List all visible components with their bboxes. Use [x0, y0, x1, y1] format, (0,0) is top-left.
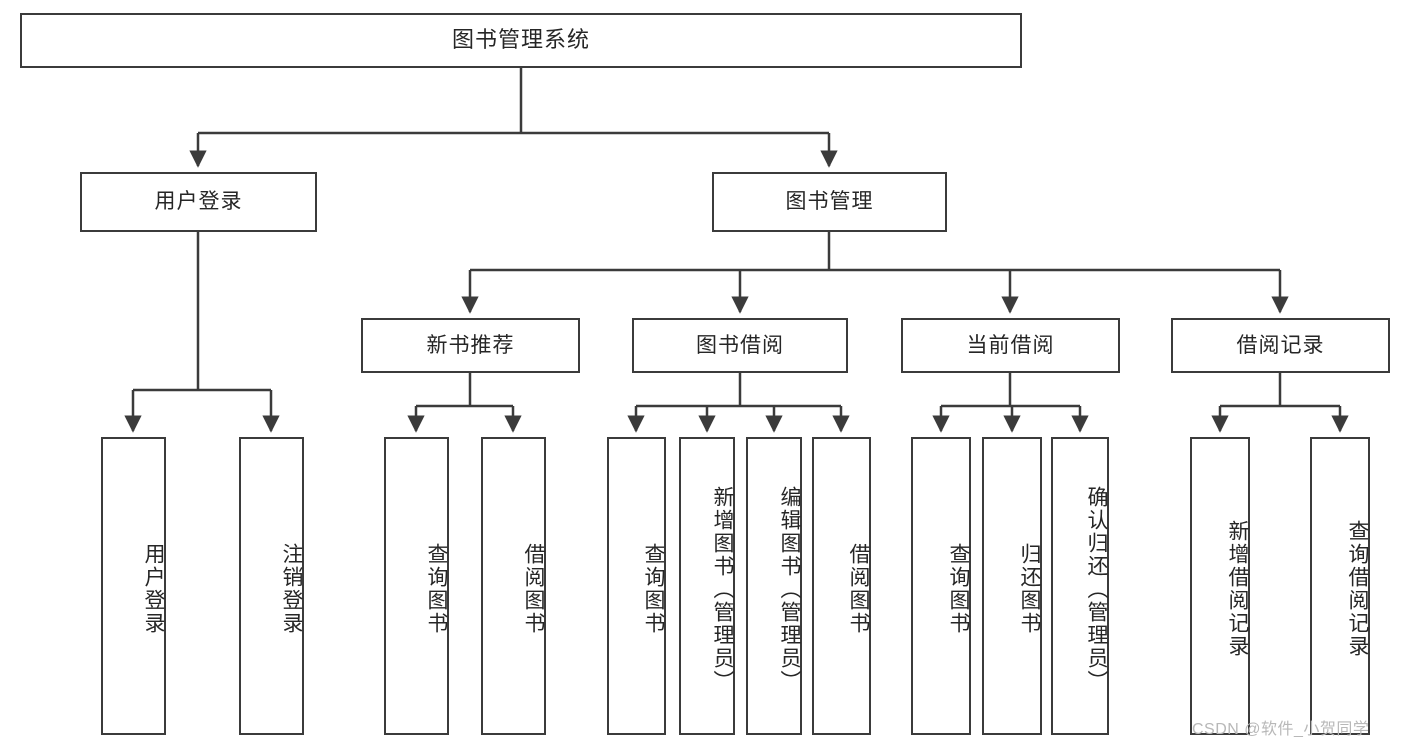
- node-leaf-query-book-3[interactable]: 查询图书: [911, 437, 971, 735]
- node-root[interactable]: 图书管理系统: [20, 13, 1022, 68]
- node-leaf-confirm-return[interactable]: 确认归还（管理员）: [1051, 437, 1109, 735]
- node-leaf-add-record-label: 新增借阅记录: [1226, 520, 1249, 658]
- node-leaf-borrow-book-2[interactable]: 借阅图书: [812, 437, 871, 735]
- node-leaf-user-login[interactable]: 用户登录: [101, 437, 166, 735]
- node-leaf-logout[interactable]: 注销登录: [239, 437, 304, 735]
- node-leaf-borrow-book-1-label: 借阅图书: [522, 543, 545, 635]
- node-leaf-user-login-label: 用户登录: [142, 543, 165, 635]
- node-borrow-record[interactable]: 借阅记录: [1171, 318, 1390, 373]
- node-leaf-confirm-return-label: 确认归还（管理员）: [1085, 485, 1108, 693]
- node-leaf-borrow-book-1[interactable]: 借阅图书: [481, 437, 546, 735]
- node-book-borrow[interactable]: 图书借阅: [632, 318, 848, 373]
- csdn-watermark: CSDN @软件_小贺同学: [1192, 721, 1370, 738]
- node-new-book-rec-label: 新书推荐: [426, 333, 515, 357]
- node-leaf-edit-book-label: 编辑图书（管理员）: [778, 485, 801, 693]
- node-leaf-add-record[interactable]: 新增借阅记录: [1190, 437, 1250, 735]
- node-user-login-label: 用户登录: [154, 190, 243, 214]
- node-book-manage[interactable]: 图书管理: [712, 172, 947, 232]
- node-leaf-query-book-2[interactable]: 查询图书: [607, 437, 666, 735]
- node-new-book-rec[interactable]: 新书推荐: [361, 318, 580, 373]
- node-root-label: 图书管理系统: [451, 27, 590, 53]
- node-leaf-query-book-1-label: 查询图书: [425, 543, 448, 635]
- node-current-borrow[interactable]: 当前借阅: [901, 318, 1120, 373]
- node-leaf-query-record-label: 查询借阅记录: [1346, 520, 1369, 658]
- node-leaf-query-book-3-label: 查询图书: [947, 543, 970, 635]
- node-leaf-logout-label: 注销登录: [280, 543, 303, 635]
- node-leaf-return-book[interactable]: 归还图书: [982, 437, 1042, 735]
- node-borrow-record-label: 借阅记录: [1236, 333, 1325, 357]
- node-user-login[interactable]: 用户登录: [80, 172, 317, 232]
- node-leaf-add-book[interactable]: 新增图书（管理员）: [679, 437, 735, 735]
- node-book-borrow-label: 图书借阅: [696, 333, 784, 357]
- node-leaf-query-book-1[interactable]: 查询图书: [384, 437, 449, 735]
- node-book-manage-label: 图书管理: [785, 190, 874, 214]
- node-leaf-borrow-book-2-label: 借阅图书: [847, 543, 870, 635]
- node-leaf-query-book-2-label: 查询图书: [642, 543, 665, 635]
- node-leaf-return-book-label: 归还图书: [1018, 543, 1041, 635]
- node-current-borrow-label: 当前借阅: [966, 333, 1055, 357]
- node-leaf-edit-book[interactable]: 编辑图书（管理员）: [746, 437, 802, 735]
- node-leaf-add-book-label: 新增图书（管理员）: [711, 485, 734, 693]
- node-leaf-query-record[interactable]: 查询借阅记录: [1310, 437, 1370, 735]
